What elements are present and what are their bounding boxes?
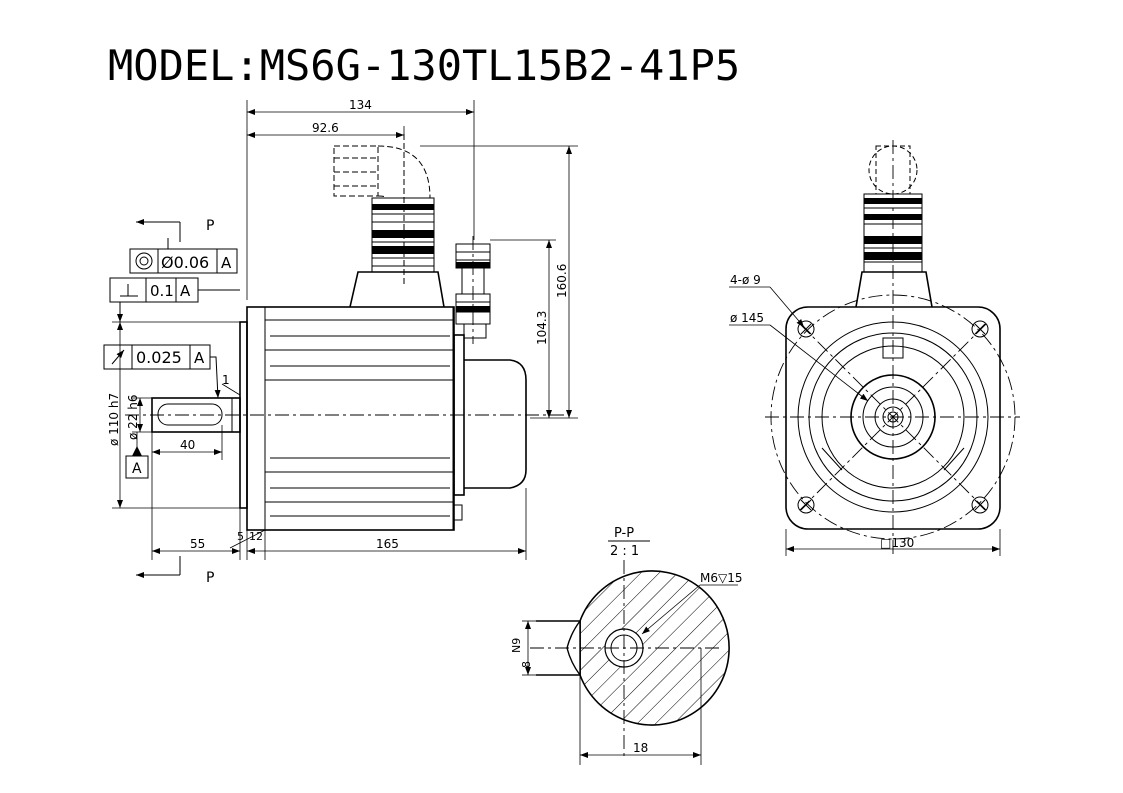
shaft-key [157, 403, 223, 426]
concentricity-frame: Ø0.06 A [129, 248, 238, 274]
dim-18: 18 [633, 741, 648, 755]
dim-134: 134 [349, 98, 372, 112]
dim-5: 5 [237, 530, 244, 543]
section-view: P-P 2 : 1 M6▽15 N9 8 18 [510, 526, 743, 765]
dim-n9: N9 [510, 638, 523, 653]
concentricity-ref: A [221, 254, 232, 272]
dim-145: ø 145 [730, 311, 764, 325]
flatness-ref: A [180, 282, 191, 300]
runout-value: 0.025 [136, 348, 182, 367]
section-p-top: P [206, 218, 214, 234]
flatness-value: 0.1 [150, 282, 174, 300]
motor-body [246, 306, 455, 531]
dim-8: 8 [520, 661, 533, 668]
model-title: MODEL:MS6G-130TL15B2-41P5 [108, 41, 740, 90]
dim-92-6: 92.6 [312, 121, 339, 135]
dim-165: 165 [376, 537, 399, 551]
mounting-holes [797, 320, 989, 514]
dim-104-3: 104.3 [535, 311, 549, 345]
dim-110: ø 110 h7 [107, 393, 121, 446]
dim-130: □130 [880, 536, 914, 550]
section-scale: 2 : 1 [610, 544, 639, 559]
dim-m6: M6▽15 [700, 571, 743, 585]
dim-holes: 4-ø 9 [730, 273, 761, 287]
section-pp-title: P-P [614, 526, 634, 541]
front-flange [785, 306, 1001, 530]
dim-55: 55 [190, 537, 205, 551]
flatness-frame: 0.1 A [109, 277, 240, 322]
dim-1: 1 [222, 373, 230, 387]
shaft [151, 397, 241, 433]
datum-a: A [132, 461, 142, 477]
section-p-bottom: P [206, 570, 214, 586]
dim-22: ø 22 h6 [126, 395, 140, 440]
runout-ref: A [194, 349, 205, 367]
dim-160-6: 160.6 [555, 264, 569, 298]
runout-frame: 0.025 A [103, 344, 221, 399]
dim-40: 40 [180, 438, 195, 452]
front-view: 4-ø 9 ø 145 □130 [729, 140, 1020, 556]
side-view: 134 92.6 160.6 104.3 55 5 12 165 40 [103, 98, 578, 586]
concentricity-value: Ø0.06 [161, 253, 209, 272]
dim-12: 12 [249, 530, 263, 543]
